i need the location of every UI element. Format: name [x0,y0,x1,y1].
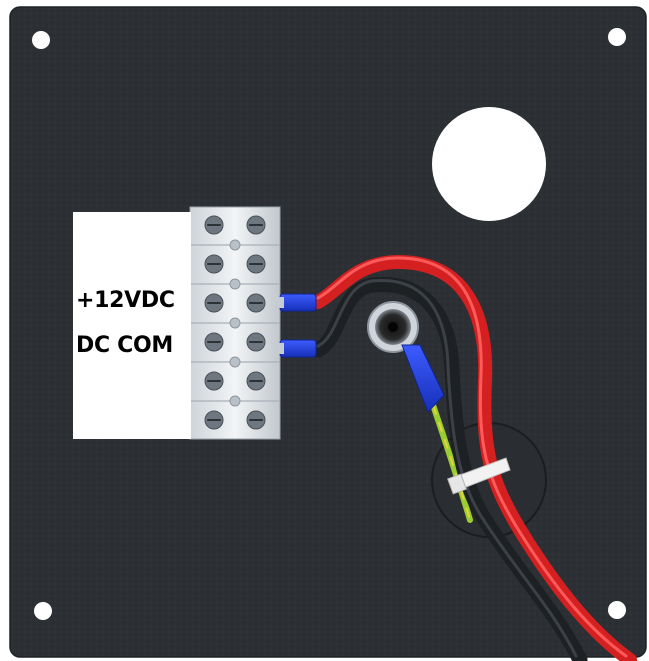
label-positive-12vdc: +12VDC [76,288,175,313]
cable-tie-icon [447,457,511,495]
ground-ring-crimp [401,344,445,413]
terminal-label-card [73,212,191,439]
crimp-ferrule-positive [276,293,317,312]
mounting-hole-icon [608,601,626,619]
crimp-ferrule-common [276,339,317,358]
mounting-hole-icon [34,602,52,620]
mounting-hole-icon [32,31,50,49]
panel-cutout [432,107,546,221]
terminal-block [189,206,281,440]
ground-screw-icon [367,301,419,353]
label-dc-common: DC COM [76,333,174,358]
mounting-hole-icon [608,28,626,46]
